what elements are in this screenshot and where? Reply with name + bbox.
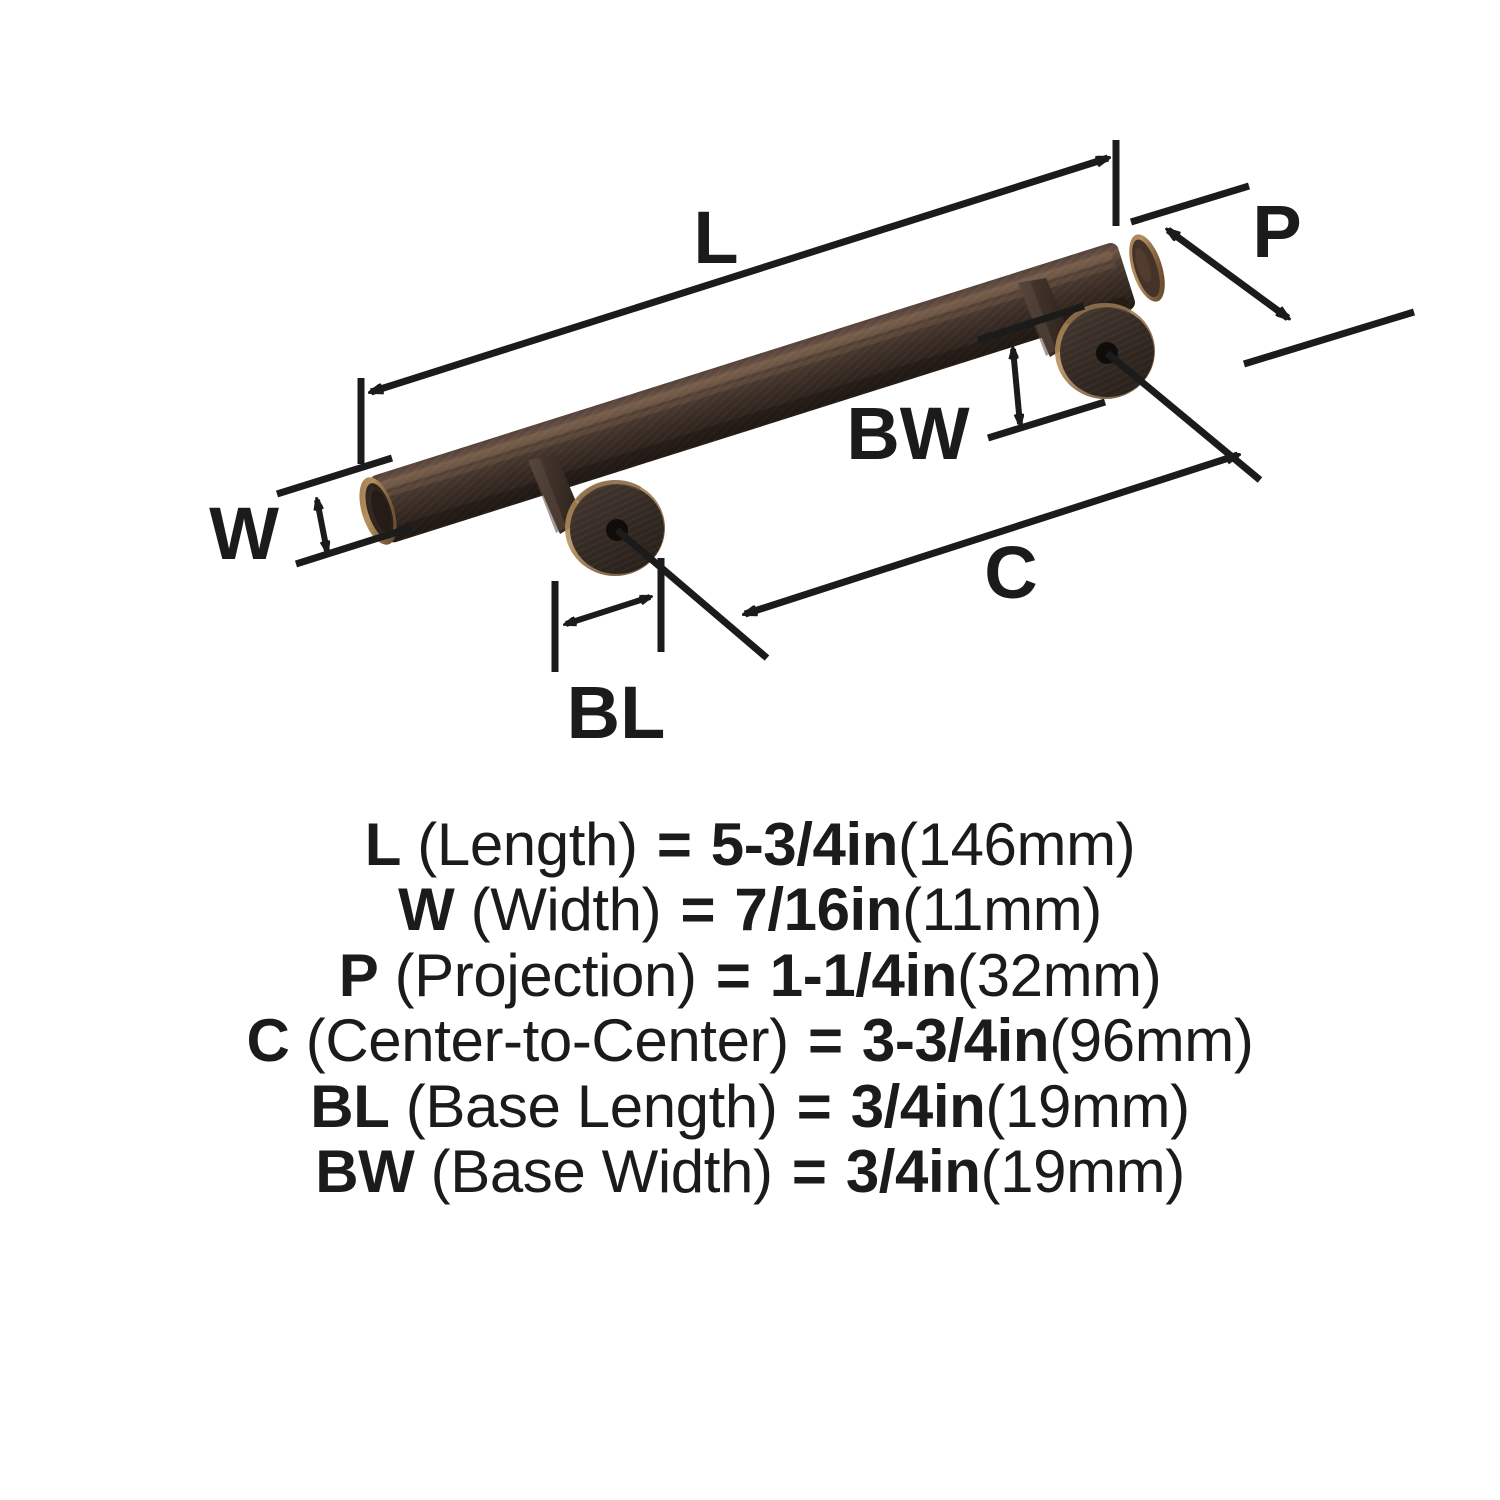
spec-equals: = bbox=[796, 1072, 832, 1140]
width-extension-lower bbox=[294, 524, 412, 568]
right-cap-face-highlight bbox=[1135, 247, 1151, 283]
spec-name: (Base Length) bbox=[405, 1072, 778, 1140]
dimension-base-length bbox=[551, 558, 665, 672]
cc-extension-right bbox=[1104, 350, 1263, 483]
spec-row-center-to-center: C (Center-to-Center) = 3-3/4in(96mm) bbox=[247, 1008, 1254, 1073]
spec-metric: (96mm) bbox=[1049, 1007, 1254, 1075]
bar-right-end-cap bbox=[1129, 234, 1165, 302]
spec-value: 7/16in bbox=[734, 876, 903, 944]
bar-body bbox=[359, 234, 1165, 545]
spec-symbol: BW bbox=[315, 1137, 415, 1205]
bw-extension-lower bbox=[986, 398, 1107, 442]
label-length: L bbox=[693, 196, 738, 279]
cc-dimension-line bbox=[745, 451, 1238, 618]
spec-value: 3-3/4in bbox=[861, 1007, 1050, 1075]
cc-extension-left bbox=[614, 527, 770, 661]
bar-specular-highlight-2 bbox=[379, 262, 1117, 500]
spec-value: 3/4in bbox=[845, 1137, 981, 1205]
dimension-center-to-center bbox=[614, 350, 1263, 661]
projection-extension-lower bbox=[1242, 308, 1416, 368]
diagram-canvas: L W P C BL BW bbox=[209, 140, 1416, 754]
spec-symbol: C bbox=[246, 1007, 290, 1075]
spec-equals: = bbox=[656, 811, 692, 878]
dimension-projection bbox=[1129, 182, 1416, 368]
spec-name: (Projection) bbox=[394, 941, 697, 1009]
dimension-width bbox=[275, 454, 412, 568]
label-base-width: BW bbox=[846, 392, 969, 475]
spec-metric: (19mm) bbox=[985, 1072, 1190, 1140]
spec-row-base-length: BL (Base Length) = 3/4in(19mm) bbox=[310, 1072, 1190, 1140]
spec-name: (Center-to-Center) bbox=[305, 1007, 789, 1075]
dimension-base-width bbox=[976, 302, 1107, 442]
spec-symbol: P bbox=[338, 941, 379, 1009]
bar-specular-highlight bbox=[376, 251, 1114, 492]
specification-list: L (Length) = 5-3/4in(146mm) W (Width) = … bbox=[0, 812, 1500, 1204]
spec-metric: (146mm) bbox=[898, 811, 1136, 878]
spec-symbol: L bbox=[364, 811, 402, 878]
label-width: W bbox=[209, 492, 279, 575]
spec-metric: (11mm) bbox=[902, 876, 1102, 944]
projection-extension-upper bbox=[1129, 182, 1251, 226]
spec-row-length: L (Length) = 5-3/4in(146mm) bbox=[365, 812, 1136, 877]
dimension-letter-labels: L W P C BL BW bbox=[209, 190, 1302, 754]
bw-dimension-line bbox=[1013, 349, 1020, 424]
spec-value: 3/4in bbox=[850, 1072, 986, 1140]
spec-symbol: W bbox=[398, 876, 455, 944]
bl-dimension-line bbox=[566, 594, 650, 627]
product-dimension-diagram: L W P C BL BW bbox=[209, 140, 1416, 754]
dimension-length bbox=[357, 140, 1120, 464]
spec-name: (Base Width) bbox=[430, 1137, 773, 1205]
left-post-neck-highlight bbox=[528, 458, 566, 533]
label-base-length: BL bbox=[567, 671, 666, 754]
spec-row-width: W (Width) = 7/16in(11mm) bbox=[398, 877, 1102, 942]
spec-metric: (32mm) bbox=[957, 941, 1162, 1009]
bar-left-end-cap bbox=[359, 477, 397, 545]
spec-row-projection: P (Projection) = 1-1/4in(32mm) bbox=[339, 943, 1162, 1008]
length-dimension-line bbox=[371, 154, 1108, 396]
spec-value: 5-3/4in bbox=[710, 811, 899, 878]
spec-symbol: BL bbox=[310, 1072, 390, 1140]
spec-equals: = bbox=[680, 876, 716, 944]
bw-extension-upper bbox=[976, 302, 1086, 344]
label-projection: P bbox=[1252, 190, 1301, 273]
width-dimension-line bbox=[317, 500, 327, 551]
left-flange-rim-sheen bbox=[576, 480, 642, 503]
bar-pull-product bbox=[359, 234, 1165, 576]
spec-name: (Length) bbox=[417, 811, 638, 878]
dimension-annotations bbox=[275, 140, 1416, 672]
width-extension-upper bbox=[275, 454, 394, 498]
spec-equals: = bbox=[807, 1007, 843, 1075]
spec-name: (Width) bbox=[470, 876, 662, 944]
spec-equals: = bbox=[791, 1137, 827, 1205]
left-cap-bore-shadow bbox=[371, 489, 392, 533]
projection-dimension-line bbox=[1168, 230, 1288, 318]
spec-metric: (19mm) bbox=[980, 1137, 1186, 1205]
spec-row-base-width: BW (Base Width) = 3/4in(19mm) bbox=[315, 1139, 1185, 1204]
label-center-to-center: C bbox=[984, 531, 1037, 614]
spec-equals: = bbox=[715, 941, 751, 1009]
spec-value: 1-1/4in bbox=[769, 941, 958, 1009]
